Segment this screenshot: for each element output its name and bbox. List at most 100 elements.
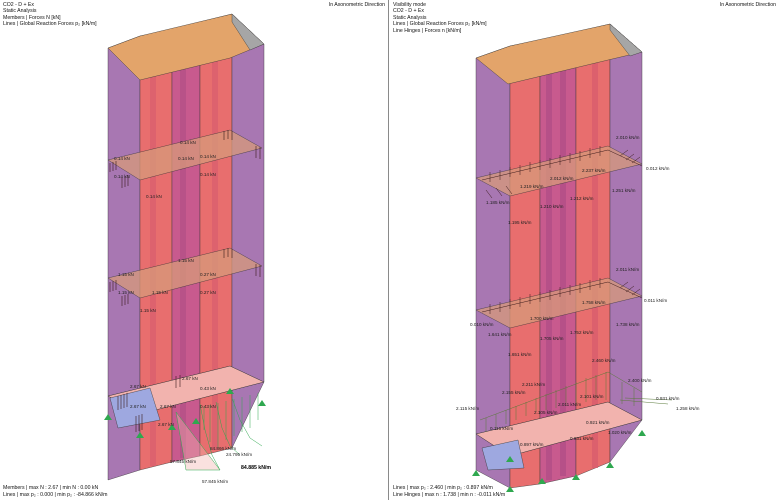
roof-gray (231, 13, 265, 51)
n-label: 1.15 kN (140, 308, 156, 313)
lines-extremes: Lines | max p₂ : 0.000 | min p₂ : -84.86… (3, 491, 108, 498)
column-strip (150, 34, 156, 466)
slab-upper (107, 129, 263, 181)
n-label: 0.14 kN (178, 156, 194, 161)
hatch-upper (109, 130, 261, 188)
reaction-label: 2.105 kN/m (534, 410, 558, 415)
n-label: 1.15 kN (178, 258, 194, 263)
reaction-label: 2.460 kN/m (592, 358, 616, 363)
hatch-middle (109, 248, 261, 306)
reaction-label: 2.155 kN/m (502, 390, 526, 395)
hinge-label: 1.195 kN/m (508, 220, 532, 225)
result-line-hinges: Line Hinges | Forces n [kN/m] (393, 27, 462, 34)
right-info-header: Visibility mode CO2 - D + Ex Static Anal… (393, 2, 487, 34)
base-blue-room (109, 387, 161, 429)
visibility-mode: Visibility mode (393, 2, 427, 8)
base-reaction-hatch (479, 371, 673, 432)
reaction-label: 57.845 kN/m (170, 459, 196, 464)
hinge-label: 2.011 kN/m (616, 267, 639, 272)
hinge-label: 2.010 kN/m (616, 135, 640, 140)
n-label: 0.43 kN (200, 386, 216, 391)
n-label: 0.27 kN (200, 272, 216, 277)
hinge-hatch-upper (481, 146, 643, 199)
hinge-label: 1.641 kN/m (488, 332, 512, 337)
left-model-view[interactable]: 0.14 kN 0.14 kN 0.14 kN 0.14 kN 0.14 kN … (0, 0, 389, 500)
hinge-label: 1.700 kN/m (530, 316, 554, 321)
column-strip (546, 38, 552, 480)
support-markers (104, 388, 266, 438)
hinge-label: 1.185 kN/m (486, 200, 510, 205)
left-info-footer: Members | max N : 2.67 | min N : 0.00 kN… (3, 485, 107, 498)
reaction-max-label: 84.885 kN/m (241, 465, 271, 471)
reaction-label: 0.931 kN/m (656, 396, 680, 401)
reaction-label: 24.795 kN/m (226, 452, 252, 457)
right-viewport[interactable]: 2.010 kN/m 2.237 kN/m 2.012 kN/m 1.219 k… (390, 0, 779, 500)
reaction-label: 0.931 kN/m (570, 436, 594, 441)
n-label: 0.14 kN (146, 194, 162, 199)
n-label: 2.67 kN (130, 384, 146, 389)
lines-extremes: Lines | max p₂ : 2.460 | min p₂ : 0.897 … (393, 485, 493, 492)
hinge-label: 1.738 kN/m (616, 322, 640, 327)
column-strip (180, 28, 186, 458)
n-label: 0.14 kN (114, 156, 130, 161)
n-label: 2.67 kN (182, 376, 198, 381)
reaction-label: 1.020 kN/m (608, 430, 632, 435)
reaction-label: 2.011 kN/m (558, 402, 581, 407)
reaction-label: 84.866 kN/m (210, 446, 236, 451)
hinge-label: 0.012 kN/m (646, 166, 670, 171)
hinge-label: 0.011 kN/m (644, 298, 667, 303)
column-strip (592, 28, 598, 468)
hinge-label: 1.752 kN/m (570, 330, 594, 335)
view-direction: In Axonometric Direction (719, 2, 776, 8)
n-label: 1.15 kN (118, 272, 134, 277)
result-lines: Lines | Global Reaction Forces p₂ [kN/m] (3, 21, 97, 28)
base-blue-room (481, 439, 525, 471)
line-hinges-extremes: Line Hinges | max n : 1.738 | min n : -0… (393, 491, 506, 498)
reaction-label: 1.258 kN/m (676, 406, 700, 411)
right-model-view[interactable]: 2.010 kN/m 2.237 kN/m 2.012 kN/m 1.219 k… (390, 0, 779, 500)
hinge-label: 1.210 kN/m (540, 204, 564, 209)
right-info-footer: Lines | max p₂ : 2.460 | min p₂ : 0.897 … (393, 485, 505, 498)
n-label: 0.43 kN (200, 404, 216, 409)
result-members: Members | Forces N [kN] (3, 14, 61, 21)
reaction-label: 0.115 kN/m (490, 426, 513, 431)
hinge-label: 2.012 kN/m (550, 176, 574, 181)
left-viewport[interactable]: 0.14 kN 0.14 kN 0.14 kN 0.14 kN 0.14 kN … (0, 0, 389, 500)
reaction-label: 0.897 kN/m (520, 442, 544, 447)
reaction-label: 57.845 kN/m (202, 479, 228, 484)
n-label: 0.14 kN (200, 172, 216, 177)
hinge-label: 1.212 kN/m (570, 196, 594, 201)
analysis-type: Static Analysis (3, 8, 37, 15)
roof-gray (609, 23, 643, 57)
slab-middle (475, 277, 643, 329)
n-label: 0.14 kN (114, 174, 130, 179)
n-label: 0.27 kN (200, 290, 216, 295)
analysis-type: Static Analysis (393, 14, 427, 21)
view-direction: In Axonometric Direction (328, 2, 385, 8)
reaction-label: 2.101 kN/m (580, 394, 604, 399)
n-label: 1.15 kN (118, 290, 134, 295)
hinge-label: 1.758 kN/m (582, 300, 606, 305)
wall-right-purple (609, 23, 643, 463)
column-strip (560, 36, 566, 476)
hinge-label: 1.705 kN/m (540, 336, 564, 341)
hatch-lower (117, 375, 181, 432)
n-label: 2.67 kN (160, 404, 176, 409)
hinge-label: 2.237 kN/m (582, 168, 606, 173)
hinge-label: 1.251 kN/m (612, 188, 636, 193)
reaction-label: 2.115 kN/m (456, 406, 479, 411)
n-label: 0.14 kN (200, 154, 216, 159)
hinge-hatch-middle (481, 278, 643, 314)
load-combination: CO2 - D + Ex (3, 2, 34, 8)
n-label: 2.67 kN (130, 404, 146, 409)
slab-middle (107, 247, 263, 299)
n-label: 0.14 kN (180, 140, 196, 145)
reaction-label: 2.400 kN/m (628, 378, 652, 383)
reaction-diagram (175, 393, 263, 471)
wall-left-purple (475, 45, 511, 489)
reaction-label: 2.211 kN/m (522, 382, 545, 387)
hinge-label: 0.010 kN/m (470, 322, 494, 327)
column-strip (212, 20, 218, 450)
left-info-header: CO2 - D + Ex Static Analysis Members | F… (3, 2, 97, 28)
slab-upper (475, 145, 643, 197)
